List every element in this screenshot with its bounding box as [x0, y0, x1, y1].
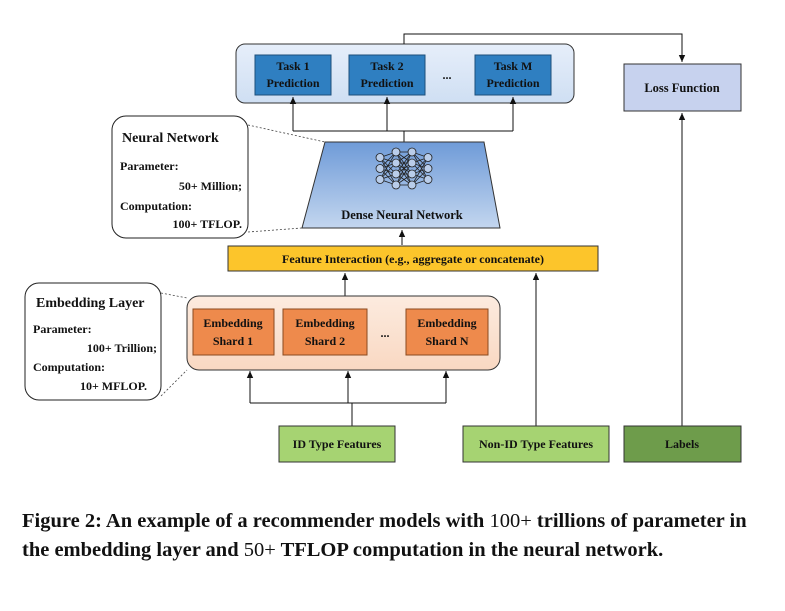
- task-2-box: Task 2 Prediction: [348, 54, 426, 96]
- nn-to-task-arrows: [289, 97, 517, 142]
- nn-icon-node: [375, 164, 385, 173]
- figure-caption: Figure 2: An example of a recommender mo…: [22, 507, 750, 565]
- feature-interaction-box: Feature Interaction (e.g., aggregate or …: [227, 245, 599, 272]
- neural-network-callout: Neural Network Parameter: 50+ Million; C…: [111, 115, 326, 239]
- nn-icon-node: [407, 169, 417, 179]
- emb-param-label: Parameter:: [33, 322, 92, 336]
- emb-comp-value: 10+ MFLOP.: [80, 379, 147, 393]
- nn-icon-node: [407, 158, 417, 168]
- task-1-line2: Prediction: [266, 76, 319, 90]
- nn-icon-node: [391, 158, 401, 168]
- shard-2-line2: Shard 2: [305, 334, 345, 348]
- task-2-line1: Task 2: [370, 59, 403, 73]
- nn-comp-label: Computation:: [120, 199, 192, 213]
- task-1-line1: Task 1: [276, 59, 309, 73]
- labels-label: Labels: [665, 437, 699, 451]
- id-features-box: ID Type Features: [278, 425, 396, 463]
- shard-n-line2: Shard N: [425, 334, 468, 348]
- loss-function-box: Loss Function: [623, 63, 742, 112]
- nn-icon-node: [375, 175, 385, 184]
- nn-icon-node: [375, 153, 385, 162]
- task-m-box: Task M Prediction: [474, 54, 552, 96]
- feature-interaction-label: Feature Interaction (e.g., aggregate or …: [282, 252, 544, 266]
- shard-1-box: Embedding Shard 1: [192, 308, 275, 356]
- nn-icon-edge: [379, 151, 397, 180]
- id-to-shards-arrows: [246, 371, 450, 426]
- nn-icon-edge: [395, 151, 413, 175]
- nn-icon-node: [423, 153, 433, 162]
- nn-icon-node: [423, 164, 433, 173]
- emb-comp-label: Computation:: [33, 360, 105, 374]
- nn-icon-edge: [411, 157, 429, 186]
- caption-num1: 100+: [489, 510, 532, 532]
- nn-icon-node: [423, 175, 433, 184]
- task-m-line1: Task M: [494, 59, 533, 73]
- non-id-features-box: Non-ID Type Features: [462, 425, 610, 463]
- caption-num2: 50+: [243, 539, 276, 561]
- embedding-layer-callout: Embedding Layer Parameter: 100+ Trillion…: [24, 282, 188, 401]
- architecture-diagram: Task 1 Prediction Task 2 Prediction ... …: [24, 33, 742, 463]
- shard-n-box: Embedding Shard N: [405, 308, 489, 356]
- shard-1-line1: Embedding: [203, 316, 262, 330]
- nn-icon-node: [391, 180, 401, 190]
- loss-function-label: Loss Function: [644, 81, 719, 95]
- shard-n-line1: Embedding: [417, 316, 476, 330]
- nn-icon-edge: [395, 151, 413, 186]
- non-id-features-label: Non-ID Type Features: [479, 437, 593, 451]
- nn-param-value: 50+ Million;: [179, 179, 242, 193]
- embedding-layer-title: Embedding Layer: [36, 296, 145, 311]
- task-2-line2: Prediction: [360, 76, 413, 90]
- nn-icon-node: [391, 147, 401, 157]
- shard-1-line2: Shard 1: [213, 334, 253, 348]
- shard-ellipsis: ...: [381, 326, 390, 340]
- caption-mid: trillions of parameter in the embedding …: [22, 510, 747, 561]
- nn-comp-value: 100+ TFLOP.: [172, 217, 242, 231]
- nn-icon-edge: [395, 162, 413, 186]
- task-to-loss-connector: [403, 33, 686, 62]
- nn-icon-node: [407, 147, 417, 157]
- task-ellipsis: ...: [443, 68, 452, 82]
- nn-icon-node: [391, 169, 401, 179]
- emb-param-value: 100+ Trillion;: [87, 341, 157, 355]
- shard-2-line1: Embedding: [295, 316, 354, 330]
- dense-neural-network: Dense Neural Network: [301, 141, 501, 229]
- neural-network-title: Neural Network: [122, 131, 219, 146]
- id-features-label: ID Type Features: [293, 437, 382, 451]
- labels-box: Labels: [623, 425, 742, 463]
- nn-param-label: Parameter:: [120, 159, 179, 173]
- task-1-box: Task 1 Prediction: [254, 54, 332, 96]
- task-m-line2: Prediction: [486, 76, 539, 90]
- caption-main: Figure 2: An example of a recommender mo…: [22, 510, 485, 532]
- dense-nn-label: Dense Neural Network: [341, 208, 463, 222]
- shard-2-box: Embedding Shard 2: [282, 308, 368, 356]
- caption-end: TFLOP computation in the neural network.: [280, 539, 664, 561]
- neural-net-icon: [375, 147, 433, 190]
- nn-icon-node: [407, 180, 417, 190]
